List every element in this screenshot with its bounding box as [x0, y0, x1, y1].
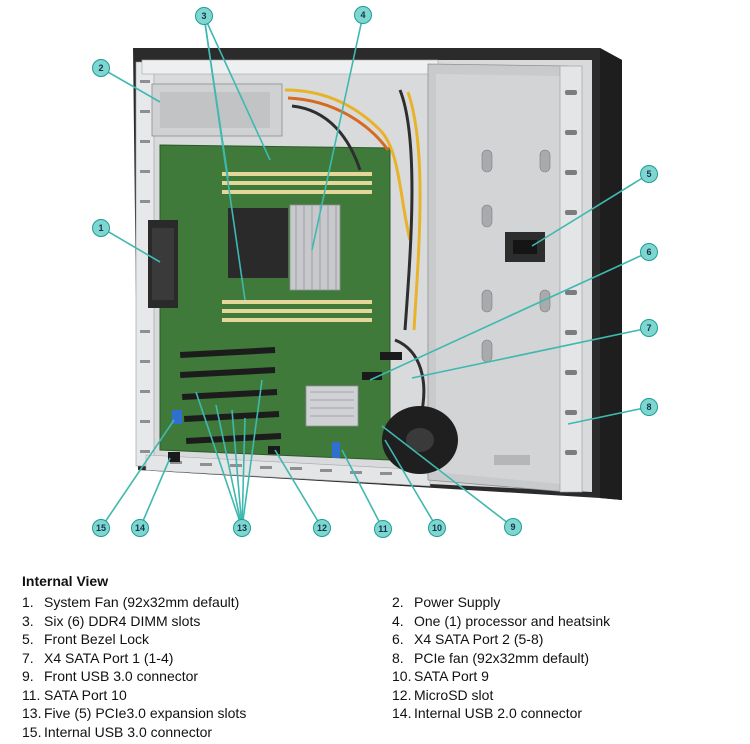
legend-item-number: 14. [392, 705, 412, 721]
drive-cage [427, 63, 583, 493]
legend-item-label: Front USB 3.0 connector [44, 668, 199, 684]
callout-14: 14 [131, 519, 149, 537]
callout-15: 15 [92, 519, 110, 537]
callout-11: 11 [374, 520, 392, 538]
legend-item: 10.SATA Port 9 [392, 668, 489, 684]
power-cables [284, 88, 426, 421]
legend-item-number: 12. [392, 686, 412, 703]
legend-item: 8. PCIe fan (92x32mm default) [392, 650, 589, 666]
legend-item-label: Five (5) PCIe3.0 expansion slots [44, 705, 247, 721]
legend-panel: Internal View 1. System Fan (92x32mm defa… [0, 566, 750, 744]
legend-item-number: 2. [392, 594, 404, 610]
legend-item-label: System Fan (92x32mm default) [44, 594, 240, 610]
legend-item-label: Power Supply [414, 594, 501, 610]
front-bezel-lock [505, 232, 545, 262]
pcie-fan [382, 406, 458, 474]
legend-item-label: PCIe fan (92x32mm default) [414, 649, 590, 666]
legend-item-label: X4 SATA Port 2 (5-8) [414, 631, 544, 647]
legend-item: 15.Internal USB 3.0 connector [22, 724, 212, 740]
legend-item: 13.Five (5) PCIe3.0 expansion slots [22, 705, 246, 721]
chipset-heatsink [305, 385, 359, 427]
legend-item: 6. X4 SATA Port 2 (5-8) [392, 631, 543, 647]
legend-item-number: 1. [22, 594, 34, 610]
legend-item-number: 6. [392, 631, 404, 647]
legend-item: 11.SATA Port 10 [22, 687, 127, 703]
legend-item: 3. Six (6) DDR4 DIMM slots [22, 613, 200, 629]
server-internal-view-illustration [100, 14, 650, 530]
legend-item: 4. One (1) processor and heatsink [392, 613, 610, 629]
legend-item-number: 10. [392, 668, 412, 684]
callout-1: 1 [92, 219, 110, 237]
callout-5: 5 [640, 165, 658, 183]
legend-item-number: 9. [22, 668, 34, 684]
leader-lines [100, 14, 650, 530]
dimm-slots [222, 172, 372, 322]
legend-item-label: X4 SATA Port 1 (1-4) [44, 649, 174, 666]
legend-item-number: 13. [22, 705, 42, 721]
pcie-slots [180, 347, 282, 444]
legend-item-number: 8. [392, 649, 404, 666]
legend-item: 2. Power Supply [392, 594, 500, 610]
callout-13: 13 [233, 519, 251, 537]
legend-title: Internal View [22, 573, 109, 589]
legend-item-label: Six (6) DDR4 DIMM slots [44, 612, 201, 629]
legend-item-number: 11. [22, 686, 41, 703]
board-connectors [168, 352, 402, 462]
legend-item-number: 5. [22, 631, 34, 647]
legend-item-label: Internal USB 3.0 connector [44, 723, 213, 740]
legend-item: 7. X4 SATA Port 1 (1-4) [22, 650, 173, 666]
legend-item: 14.Internal USB 2.0 connector [392, 705, 582, 721]
legend-item-number: 7. [22, 649, 34, 666]
callout-12: 12 [313, 519, 331, 537]
callout-8: 8 [640, 398, 658, 416]
legend-item-label: Internal USB 2.0 connector [414, 705, 583, 721]
callout-7: 7 [640, 319, 658, 337]
callout-2: 2 [92, 59, 110, 77]
legend-item: 5. Front Bezel Lock [22, 631, 149, 647]
system-fan [148, 220, 178, 308]
legend-item-number: 3. [22, 612, 34, 629]
legend-item-number: 15. [22, 723, 42, 740]
legend-item-number: 4. [392, 612, 404, 629]
callout-6: 6 [640, 243, 658, 261]
legend-item-label: Front Bezel Lock [44, 631, 150, 647]
legend-item: 12.MicroSD slot [392, 687, 493, 703]
callout-10: 10 [428, 519, 446, 537]
callout-3: 3 [195, 7, 213, 25]
processor-heatsink [228, 204, 341, 291]
legend-item-label: MicroSD slot [414, 686, 494, 703]
legend-item: 9. Front USB 3.0 connector [22, 668, 198, 684]
callout-9: 9 [504, 518, 522, 536]
callout-4: 4 [354, 6, 372, 24]
legend-item-label: SATA Port 10 [44, 686, 127, 703]
legend-item-label: One (1) processor and heatsink [414, 612, 611, 629]
legend-item: 1. System Fan (92x32mm default) [22, 594, 239, 610]
legend-item-label: SATA Port 9 [414, 668, 489, 684]
